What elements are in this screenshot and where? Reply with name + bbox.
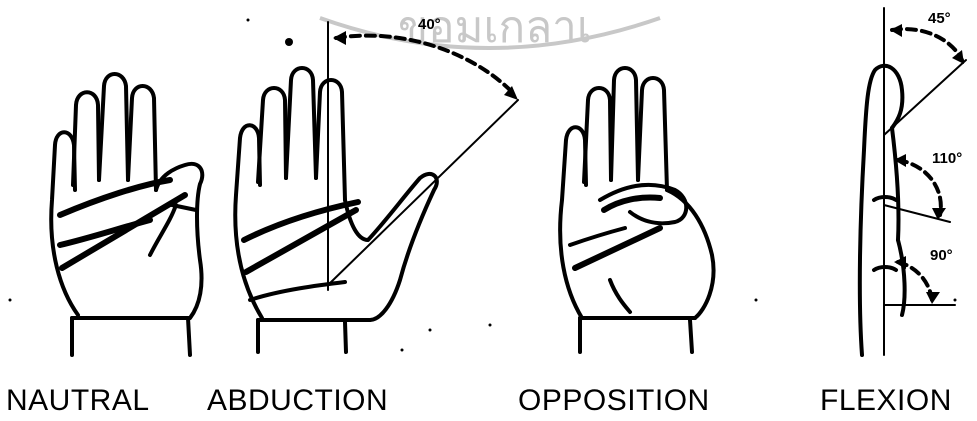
stray-dot	[429, 329, 432, 332]
flexion-angle-label-45: 45°	[928, 10, 951, 27]
stray-dot	[285, 38, 293, 46]
caption-opposition: OPPOSITION	[518, 384, 710, 418]
flexion-angle-label-90: 90°	[930, 247, 953, 264]
stray-dot	[954, 299, 957, 302]
stray-dot	[9, 299, 12, 302]
caption-flexion: FLEXION	[820, 384, 952, 418]
stray-dot	[489, 324, 492, 327]
abduction-hand-drawing	[235, 22, 518, 352]
flexion-angle-label-110: 110°	[932, 150, 962, 167]
stray-dot	[755, 299, 758, 302]
stray-dot	[247, 19, 250, 22]
caption-neutral: NAUTRAL	[6, 384, 150, 418]
neutral-hand-drawing	[51, 74, 202, 355]
watermark-ring	[320, 18, 660, 48]
caption-abduction: ABDUCTION	[207, 384, 388, 418]
opposition-hand-drawing	[560, 68, 713, 352]
stray-dot	[401, 349, 404, 352]
abduction-angle-label: 40°	[418, 16, 441, 33]
flexion-hand-drawing	[860, 8, 966, 355]
